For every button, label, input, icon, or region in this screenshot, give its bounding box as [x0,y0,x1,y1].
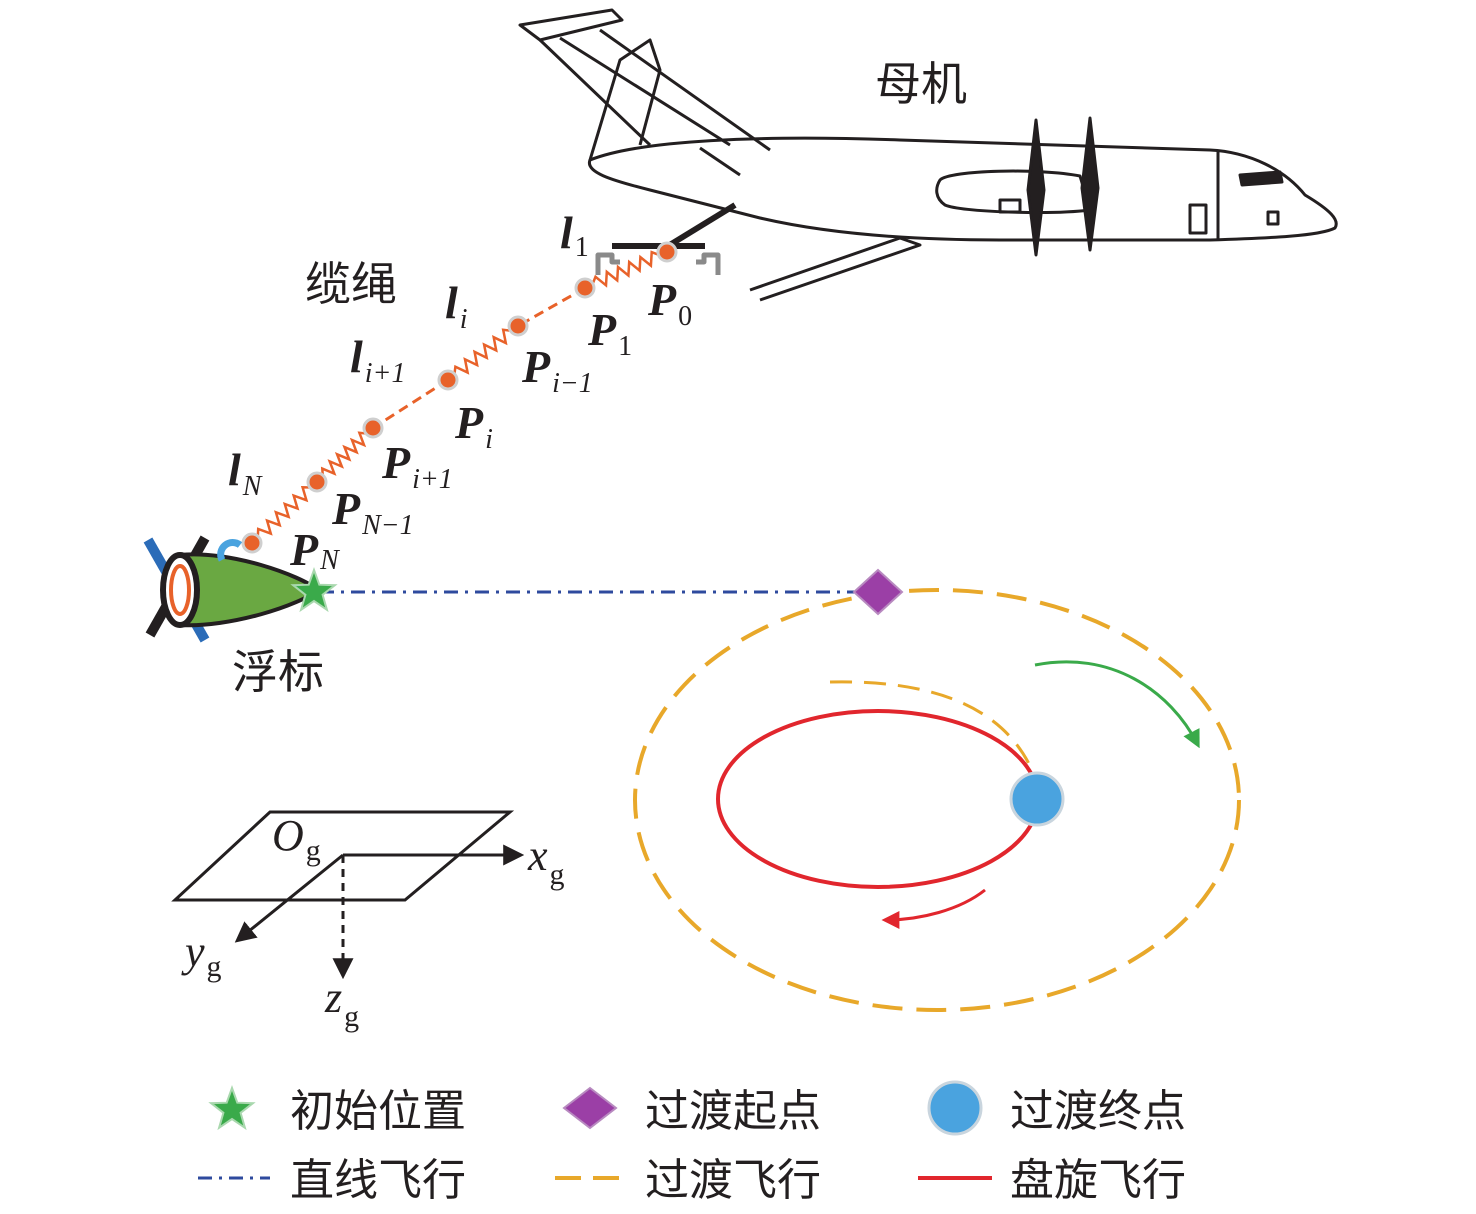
legend: 初始位置 过渡起点 过渡终点 直线飞行 过渡飞行 盘旋飞行 [198,1080,1186,1206]
segment-label-l1: l1 [560,207,589,263]
buoy-drawing [143,535,322,643]
x-axis-label: xg [527,831,565,891]
z-axis-label: zg [324,973,359,1033]
node-label-p0: P0 [647,274,692,332]
cable-node-0 [656,241,678,263]
legend-star-icon [208,1085,256,1131]
node-label-pi-1: Pi−1 [521,341,593,399]
direction-arrow-red [881,888,986,929]
legend-label-hover: 盘旋飞行 [1010,1155,1186,1206]
cable-segment [517,286,586,328]
cable-spring [584,250,668,290]
cable-node-1 [574,277,596,299]
direction-arrow-green [1034,660,1200,749]
cable-node-6 [241,532,263,554]
segment-label-lN: lN [228,444,263,502]
cable-node-4 [362,417,384,439]
y-axis-label: yg [181,927,222,983]
aircraft-drawing [518,8,1338,302]
node-label-pN: PN [289,524,340,576]
cable-label: 缆绳 [305,257,397,311]
legend-diamond-icon [562,1086,618,1130]
cable-node-3 [437,369,459,391]
cable-node-2 [507,315,529,337]
trajectories [290,567,1241,1012]
transition-end-marker [1009,771,1065,827]
node-label-pN-1: PN−1 [331,483,414,541]
cable-node-5 [306,471,328,493]
legend-circle-icon [927,1080,983,1136]
legend-label-transition: 过渡飞行 [645,1155,821,1206]
transition-flight-path [633,588,1241,1012]
cable-spring [316,427,374,483]
mother-aircraft-label: 母机 [875,57,967,111]
origin-label: Og [272,811,321,867]
legend-label-straight: 直线飞行 [290,1155,466,1206]
cable [241,241,678,554]
cable-spring [447,325,519,381]
initial-position-marker [290,567,338,613]
legend-label-initial: 初始位置 [290,1086,466,1137]
transition-start-marker [852,568,904,616]
segment-label-li1: li+1 [350,331,405,389]
cable-spring [251,481,318,544]
coordinate-frame [171,810,525,980]
node-label-p1: P1 [587,304,632,362]
legend-label-transition-end: 过渡终点 [1010,1086,1186,1137]
node-label-pi+1: Pi+1 [381,437,453,495]
node-label-pi: Pi [454,397,493,455]
buoy-label: 浮标 [232,645,324,699]
hover-flight-path [716,709,1040,889]
segment-label-li: li [445,277,468,335]
legend-label-transition-start: 过渡起点 [645,1086,821,1137]
